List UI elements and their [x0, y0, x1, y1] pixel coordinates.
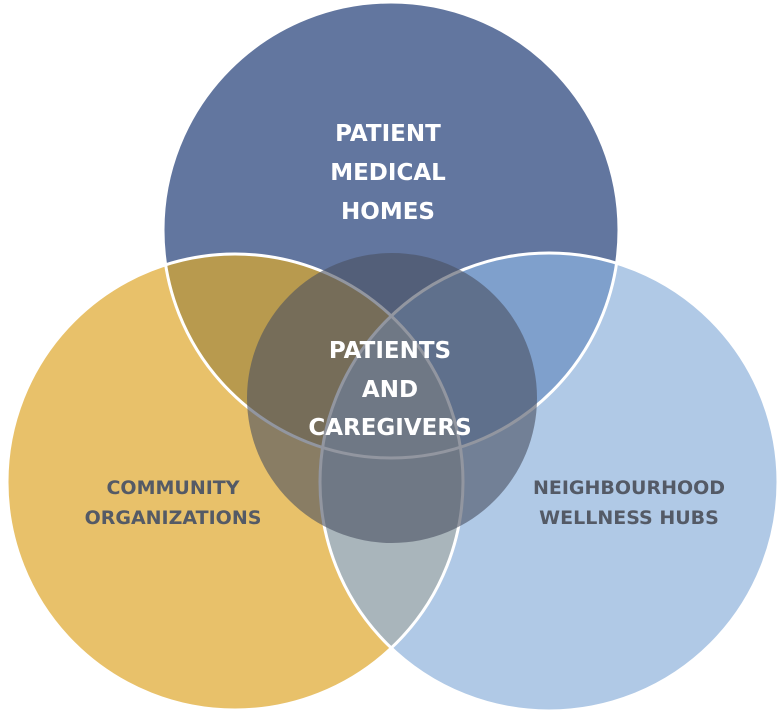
label-right: NEIGHBOURHOOD WELLNESS HUBS [533, 477, 725, 529]
label-center: PATIENTS AND CAREGIVERS [308, 338, 471, 441]
label-line: CAREGIVERS [308, 415, 471, 441]
label-line: PATIENTS [329, 338, 451, 364]
label-line: PATIENT [335, 121, 441, 147]
label-line: COMMUNITY [106, 477, 239, 499]
label-line: NEIGHBOURHOOD [533, 477, 725, 499]
label-line: AND [362, 377, 418, 403]
label-top: PATIENT MEDICAL HOMES [330, 121, 446, 225]
circle-patients-and-caregivers [247, 253, 537, 543]
label-line: HOMES [341, 199, 435, 225]
label-line: MEDICAL [330, 160, 446, 186]
label-line: WELLNESS HUBS [539, 507, 719, 529]
label-line: ORGANIZATIONS [85, 507, 262, 529]
label-left: COMMUNITY ORGANIZATIONS [85, 477, 262, 529]
